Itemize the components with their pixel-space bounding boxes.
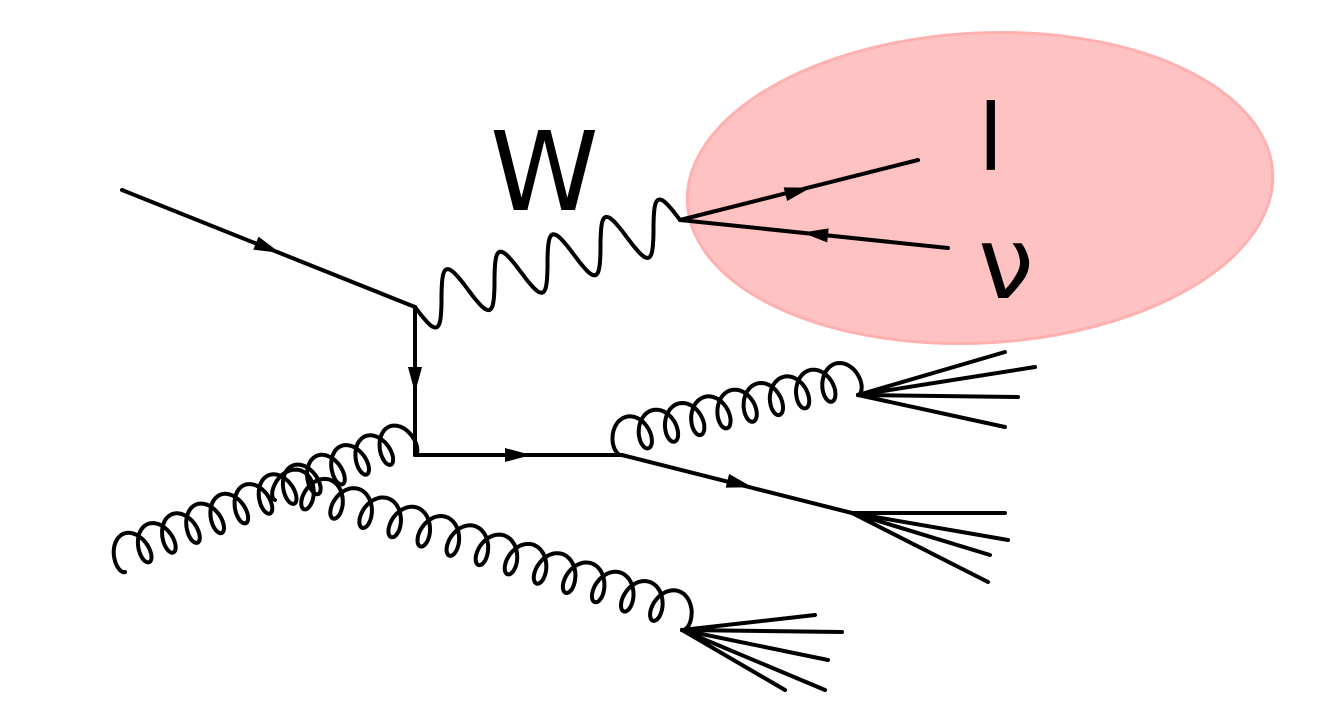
w-boson-label: W (490, 108, 599, 236)
jet-lower (680, 613, 844, 692)
gluon-incoming-line (111, 423, 420, 575)
arrow-outgoing-quark (505, 448, 531, 462)
arrow-neutrino (802, 228, 829, 243)
jet-middle (850, 511, 1010, 584)
w-boson-line (413, 197, 682, 330)
neutrino-label: ν (978, 205, 1034, 322)
arrow-lepton (783, 187, 811, 201)
jet-upper (856, 350, 1037, 429)
lepton-label: l (978, 85, 1004, 192)
gluon-upper-line (610, 361, 864, 458)
arrow-quark-to-jet (725, 474, 753, 488)
arrow-propagator (408, 367, 422, 393)
lepton-decay-highlight (685, 30, 1275, 346)
arrow-incoming-quark (253, 236, 281, 253)
gluon-lower-line (270, 467, 694, 633)
